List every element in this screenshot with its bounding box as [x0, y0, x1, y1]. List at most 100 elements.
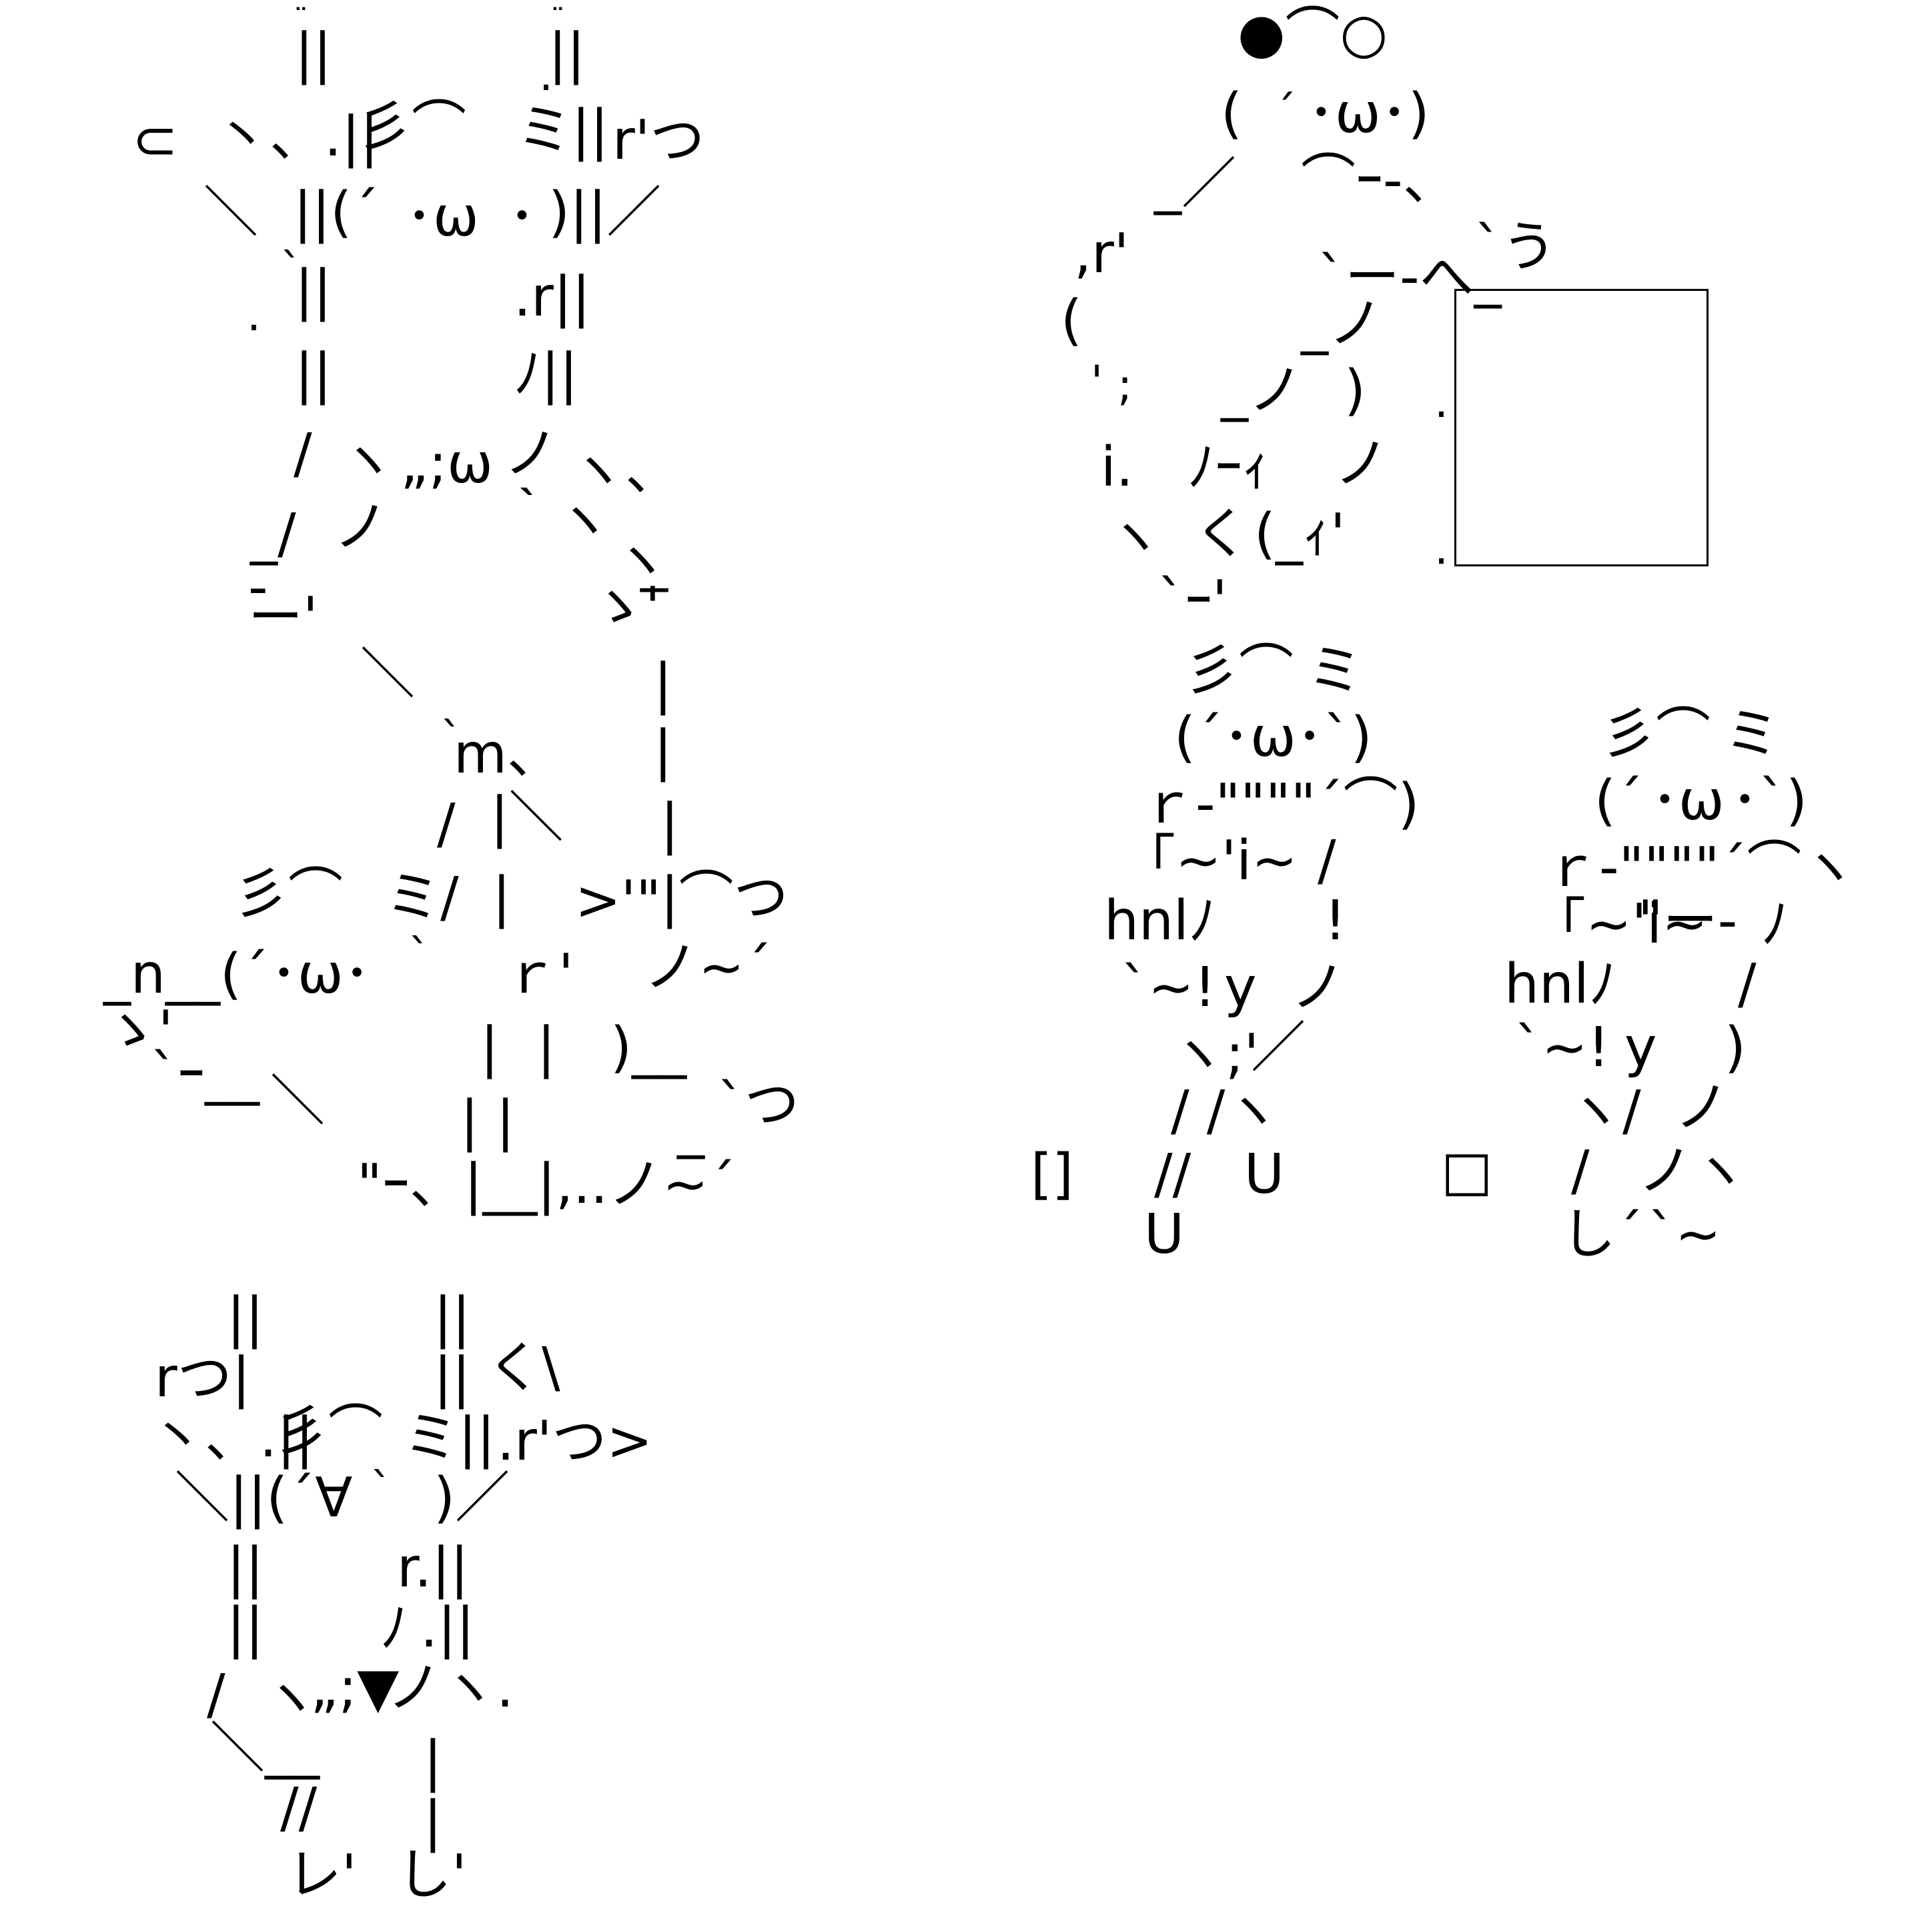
art-glyph: | |	[460, 1089, 515, 1153]
art-glyph: |	[654, 719, 672, 783]
art-glyph: ﾉｰｨ	[1187, 436, 1270, 499]
art-glyph: |	[660, 793, 679, 856]
art-glyph: hnlﾉ	[1104, 889, 1216, 953]
art-glyph: ﾉ	[380, 1596, 408, 1660]
art-glyph: ＼||(´∀	[175, 1466, 353, 1530]
art-glyph: ﾉ	[1761, 893, 1789, 956]
art-glyph: []	[1031, 1143, 1073, 1206]
art-glyph: |	[480, 1016, 499, 1079]
art-glyph: 彡⌒	[274, 1400, 384, 1463]
art-glyph: ノヽ	[1638, 1139, 1748, 1203]
art-glyph: ｀ヽ	[502, 489, 612, 552]
art-glyph: `ー-へ_	[1318, 246, 1502, 309]
art-glyph: ||	[434, 1346, 471, 1410]
art-glyph: |	[424, 1730, 442, 1793]
art-glyph: -	[248, 556, 268, 619]
art-glyph: ||(´	[294, 181, 380, 244]
art-glyph: _ノ	[1301, 292, 1384, 356]
art-glyph: ヽ	[614, 529, 669, 592]
art-glyph: ノ	[1291, 956, 1346, 1019]
art-glyph: _/	[250, 502, 296, 566]
art-glyph: |	[537, 1016, 556, 1079]
art-glyph: (	[1221, 82, 1242, 145]
art-glyph: /	[437, 793, 456, 856]
art-glyph: 丶、.||	[215, 105, 379, 169]
art-glyph: .	[1434, 376, 1448, 428]
art-glyph: r.||	[397, 1536, 469, 1600]
art-glyph: ／	[1251, 1016, 1306, 1079]
art-glyph: ノ	[504, 422, 559, 486]
art-glyph: ゝ'	[590, 576, 660, 639]
art-glyph: ゝ'	[103, 999, 173, 1063]
sign-board	[1454, 289, 1709, 566]
art-glyph: ||	[434, 1286, 471, 1350]
art-glyph: ･ω	[406, 185, 479, 249]
art-glyph: 彡⌒	[357, 95, 467, 159]
art-glyph: (´	[1594, 769, 1643, 833]
art-glyph: ･ω･)	[1308, 82, 1430, 145]
art-glyph: |⌒つ	[660, 866, 789, 929]
art-glyph: m、	[454, 722, 562, 786]
art-glyph: ||	[295, 22, 332, 85]
art-glyph: 彡⌒	[1184, 639, 1294, 702]
art-glyph: ●⌒○	[1238, 2, 1388, 65]
art-glyph: `つ	[717, 1073, 800, 1136]
art-glyph: y	[1224, 956, 1257, 1019]
art-glyph: `	[370, 1464, 392, 1515]
art-glyph: _	[640, 529, 668, 592]
art-glyph: 彡⌒	[1601, 702, 1711, 766]
art-glyph: _／	[1154, 152, 1237, 215]
art-glyph: .r||	[514, 266, 591, 329]
art-glyph: ･`)	[1731, 769, 1807, 833]
art-glyph: .	[539, 49, 553, 101]
art-glyph: ||	[295, 342, 332, 406]
art-glyph: |	[654, 652, 672, 716]
art-glyph: /	[1738, 953, 1757, 1016]
art-glyph: `~!	[1121, 956, 1216, 1019]
art-glyph: !	[1324, 889, 1346, 953]
art-glyph: (_ｨ'	[1254, 502, 1346, 566]
art-glyph: ＼	[203, 181, 259, 244]
art-glyph: )	[1725, 1016, 1746, 1079]
art-glyph: //	[1154, 1143, 1191, 1206]
art-glyph: ¨	[294, 3, 308, 37]
art-glyph: く\	[487, 1336, 560, 1400]
art-glyph: ノヽ.	[387, 1656, 514, 1720]
art-glyph: ヽ;'	[1171, 1023, 1260, 1086]
art-glyph: >'"	[575, 869, 661, 933]
art-glyph: /	[1571, 1139, 1590, 1203]
art-glyph: `	[280, 244, 302, 296]
art-glyph: 「~'i~	[1531, 893, 1708, 956]
art-glyph: y	[1624, 1016, 1657, 1079]
art-glyph: ノ~´	[644, 936, 772, 999]
art-glyph: ,r'	[1074, 222, 1129, 286]
art-glyph: し´	[1561, 1203, 1644, 1266]
art-glyph: "ｰ、|__|,..ノ~´	[357, 1153, 736, 1216]
art-glyph: □	[1441, 1139, 1493, 1203]
art-glyph: )||／	[548, 181, 662, 244]
art-glyph: ヽ	[264, 1666, 319, 1730]
art-glyph: ﾉ||	[514, 342, 578, 406]
art-glyph: ミ/	[386, 866, 459, 929]
art-glyph: ¨	[550, 3, 565, 37]
art-glyph: ミ	[1725, 702, 1780, 766]
art-glyph: ー'	[248, 586, 318, 649]
art-glyph: ´	[1274, 86, 1296, 137]
art-glyph: r'つ	[612, 109, 705, 172]
art-glyph: ヽ、	[570, 439, 680, 502]
art-glyph: ⌒ｰ-、	[1301, 149, 1458, 212]
art-glyph: / /ヽ	[1171, 1079, 1280, 1143]
art-glyph: .	[1434, 523, 1448, 574]
art-glyph: ｒ-""""´⌒ヽ	[1544, 836, 1857, 899]
art-glyph: .	[247, 290, 261, 341]
art-glyph: ノ	[1674, 1076, 1730, 1139]
art-glyph: _ノ	[1221, 359, 1304, 422]
art-glyph: し'	[397, 1843, 467, 1907]
art-glyph: `	[440, 713, 462, 765]
art-glyph: (	[1061, 289, 1082, 352]
art-glyph: `~	[1648, 1203, 1721, 1266]
art-glyph: ミ||	[404, 1406, 496, 1470]
art-glyph: "ー-	[1638, 889, 1738, 953]
art-glyph: )／	[434, 1466, 510, 1530]
